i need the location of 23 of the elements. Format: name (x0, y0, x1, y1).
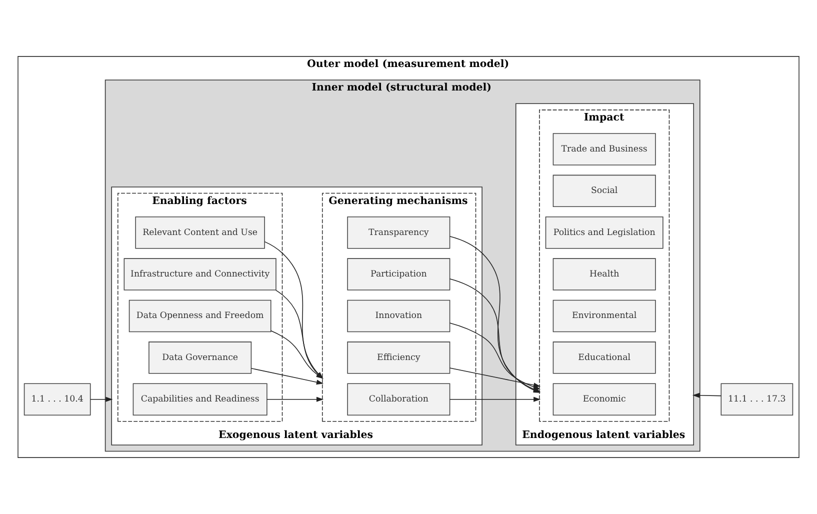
arrow (450, 396, 541, 402)
node-box: Trade and Business (552, 133, 656, 166)
arrow (266, 396, 324, 402)
node-box: Innovation (347, 300, 450, 332)
node-box: Health (552, 258, 656, 290)
node-box: Environmental (552, 300, 656, 332)
node-box: Social (552, 174, 656, 208)
node-box: 1.1 . . . 10.4 (24, 383, 91, 416)
node-box: 11.1 . . . 17.3 (720, 383, 794, 416)
node-box: Educational (552, 342, 656, 374)
node-box: Data Governance (148, 342, 252, 374)
node-box: Transparency (347, 216, 450, 249)
node-box: Efficiency (347, 342, 450, 374)
node-box: Politics and Legislation (545, 216, 664, 249)
arrow (692, 392, 722, 398)
node-box: Data Openness and Freedom (128, 300, 272, 332)
arrow (90, 396, 113, 402)
node-box: Relevant Content and Use (135, 216, 265, 249)
node-box: Collaboration (347, 383, 450, 416)
node-box: Participation (347, 258, 450, 290)
node-box: Infrastructure and Connectivity (124, 258, 276, 290)
node-box: Capabilities and Readiness (132, 383, 268, 416)
node-box: Economic (552, 383, 656, 416)
